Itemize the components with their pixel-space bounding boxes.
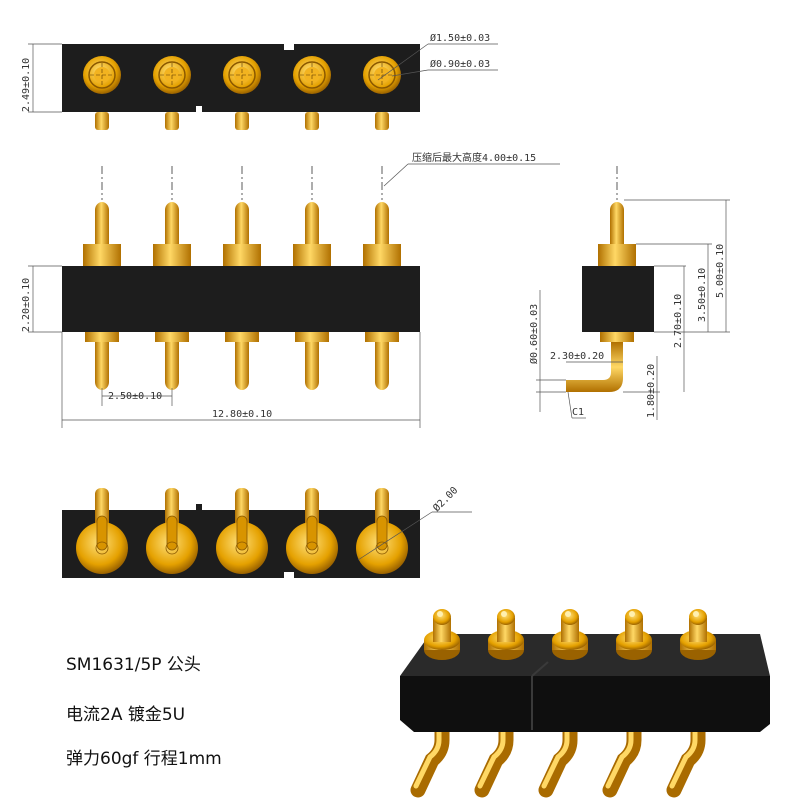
front-view-tail bbox=[165, 342, 179, 382]
side-view-body bbox=[582, 266, 654, 332]
front-view-barrel bbox=[153, 244, 191, 266]
front-view-plunger-tip bbox=[235, 202, 249, 218]
front-view-plunger-tip bbox=[375, 202, 389, 218]
dim-height-3-50: 3.50±0.10 bbox=[697, 268, 708, 322]
front-view-collar bbox=[85, 332, 119, 342]
front-view-tail bbox=[235, 342, 249, 382]
dim-total-length: 12.80±0.10 bbox=[212, 409, 272, 420]
render-plunger-tip bbox=[625, 609, 643, 625]
front-view-plunger-tip bbox=[95, 202, 109, 218]
dim-pin-dia: Ø0.90±0.03 bbox=[430, 58, 490, 70]
render-plunger-tip bbox=[561, 609, 579, 625]
top-view: 2.49±0.10 Ø1.50±0.03 Ø0.90±0.03 bbox=[21, 32, 498, 130]
front-view-tail-tip bbox=[95, 374, 109, 390]
dim-body-height-top: 2.49±0.10 bbox=[21, 58, 32, 112]
front-view-tail-tip bbox=[165, 374, 179, 390]
dim-head-dia: Ø1.50±0.03 bbox=[430, 32, 490, 44]
front-view-barrel bbox=[363, 244, 401, 266]
front-view-tail bbox=[375, 342, 389, 382]
render-3d bbox=[400, 609, 770, 798]
render-plunger bbox=[497, 618, 515, 642]
front-view-collar bbox=[155, 332, 189, 342]
front-view-plunger-tip bbox=[165, 202, 179, 218]
front-view-tail-tip bbox=[375, 374, 389, 390]
dim-pitch: 2.50±0.10 bbox=[108, 391, 162, 402]
front-view-collar bbox=[295, 332, 329, 342]
render-plunger-tip bbox=[497, 609, 515, 625]
front-view: 2.20±0.10 压缩后最大高度4.00±0.15 2.50±0.10 12.… bbox=[21, 151, 560, 428]
front-view-plunger bbox=[165, 210, 179, 244]
product-current-plating: 电流2A 镀金5U bbox=[66, 705, 186, 725]
render-tail bbox=[410, 692, 450, 798]
top-view-pin-tail bbox=[165, 112, 179, 130]
front-view-barrel bbox=[223, 244, 261, 266]
dim-pad-dia: Ø2.00 bbox=[431, 484, 461, 514]
dim-height-2-70: 2.70±0.10 bbox=[673, 294, 684, 348]
product-model: SM1631/5P 公头 bbox=[66, 655, 201, 675]
top-view-pin-tail bbox=[235, 112, 249, 130]
render-tail bbox=[538, 692, 578, 798]
front-view-plunger-tip bbox=[305, 202, 319, 218]
render-tail bbox=[666, 692, 706, 798]
render-plunger bbox=[433, 618, 451, 642]
front-view-barrel bbox=[293, 244, 331, 266]
dim-chamfer: C1 bbox=[572, 407, 584, 418]
render-plunger bbox=[625, 618, 643, 642]
top-view-pin-tail bbox=[305, 112, 319, 130]
front-view-tail bbox=[95, 342, 109, 382]
render-plunger bbox=[561, 618, 579, 642]
front-view-collar bbox=[365, 332, 399, 342]
dim-compressed-height: 压缩后最大高度4.00±0.15 bbox=[412, 151, 536, 164]
front-view-tail-tip bbox=[305, 374, 319, 390]
front-view-collar bbox=[225, 332, 259, 342]
side-view: 2.70±0.10 3.50±0.10 5.00±0.10 1.80±0.20 … bbox=[528, 166, 730, 420]
dim-tail-offset: 1.80±0.20 bbox=[646, 364, 657, 418]
dim-tail-length: 2.30±0.20 bbox=[550, 351, 604, 362]
bottom-view: Ø2.00 bbox=[62, 484, 472, 578]
render-plunger bbox=[689, 618, 707, 642]
front-view-barrel bbox=[83, 244, 121, 266]
dim-body-height-front: 2.20±0.10 bbox=[21, 278, 32, 332]
top-view-pin-tail bbox=[95, 112, 109, 130]
side-view-bent-tail bbox=[566, 342, 623, 392]
front-view-plunger bbox=[235, 210, 249, 244]
top-view-pin-tail bbox=[375, 112, 389, 130]
front-view-body bbox=[62, 266, 420, 332]
front-view-plunger bbox=[95, 210, 109, 244]
render-tail bbox=[602, 692, 642, 798]
dim-tail-dia: Ø0.60±0.03 bbox=[528, 304, 540, 364]
render-plunger-tip bbox=[689, 609, 707, 625]
front-view-tail bbox=[305, 342, 319, 382]
render-body-front bbox=[400, 676, 770, 732]
front-view-plunger bbox=[375, 210, 389, 244]
render-plunger-tip bbox=[433, 609, 451, 625]
front-view-tail-tip bbox=[235, 374, 249, 390]
dim-height-5-00: 5.00±0.10 bbox=[715, 244, 726, 298]
product-force-stroke: 弹力60gf 行程1mm bbox=[66, 749, 222, 769]
render-tail bbox=[474, 692, 514, 798]
front-view-plunger bbox=[305, 210, 319, 244]
